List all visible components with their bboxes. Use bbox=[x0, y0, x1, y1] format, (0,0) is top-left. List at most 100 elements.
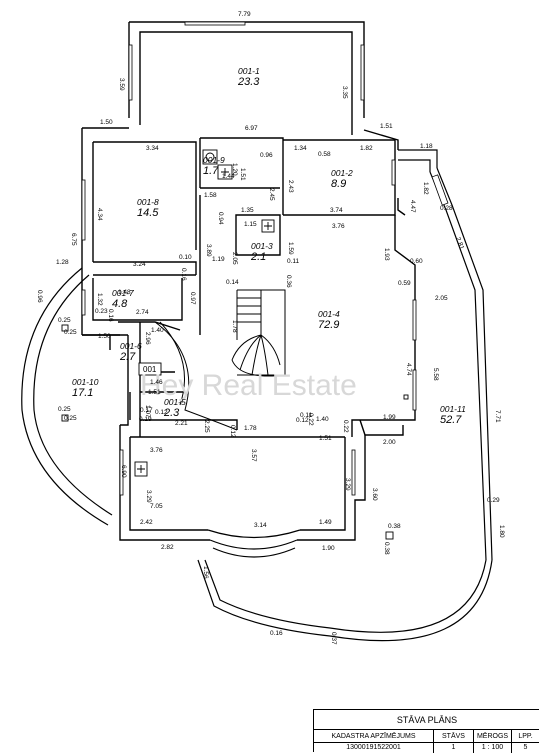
dimension-label: 3.14 bbox=[254, 522, 267, 529]
room-id: 001-2 bbox=[331, 168, 353, 178]
dimension-label: 1.18 bbox=[420, 143, 433, 150]
toilet-icon bbox=[202, 149, 218, 165]
dimension-label: 3.60 bbox=[371, 488, 378, 501]
dimension-label: 2.45 bbox=[268, 188, 275, 201]
dimension-label: 3.76 bbox=[150, 447, 163, 454]
dimension-label: 0.11 bbox=[287, 258, 300, 265]
room-id: 001-11 bbox=[440, 404, 466, 414]
room-id: 001-9 bbox=[203, 155, 225, 165]
dimension-label: 5.58 bbox=[432, 368, 439, 381]
plus-icon-2 bbox=[261, 219, 275, 233]
walls bbox=[81, 21, 416, 541]
room-id: 001-5 bbox=[164, 397, 186, 407]
dimension-label: 1.58 bbox=[204, 192, 217, 199]
dimension-label: 3.29 bbox=[145, 490, 152, 503]
dimension-label: 1.50 bbox=[98, 333, 111, 340]
room-area: 4.8 bbox=[112, 298, 128, 310]
room-area: 2.1 bbox=[250, 251, 266, 263]
dimension-label: 3.34 bbox=[146, 145, 159, 152]
room-area: 2.3 bbox=[163, 407, 180, 419]
dimension-label: 6.90 bbox=[120, 465, 127, 478]
dimension-label: 0.25 bbox=[58, 406, 71, 413]
room-area: 1.7 bbox=[203, 165, 219, 177]
dimension-label: 1.99 bbox=[383, 414, 396, 421]
staircase bbox=[231, 289, 286, 377]
value-cadastre: 13000191522001 bbox=[314, 743, 434, 753]
room-area: 14.5 bbox=[137, 207, 159, 219]
dimension-label: 0.12 bbox=[296, 417, 309, 424]
terrace-001-10-outline bbox=[21, 267, 113, 526]
window-marks bbox=[81, 21, 449, 496]
dimension-label: 3.74 bbox=[330, 207, 343, 214]
dimension-label: 1.59 bbox=[287, 242, 294, 255]
dimension-label: 7.79 bbox=[238, 11, 251, 18]
room-id: 001-6 bbox=[120, 341, 142, 351]
value-page: 5 bbox=[512, 743, 539, 753]
dimension-label: 1.80 bbox=[498, 525, 505, 538]
dimension-label: 2.81 bbox=[454, 236, 465, 251]
dimension-label: 1.49 bbox=[319, 519, 332, 526]
header-cadastre: KADASTRA APZĪMĒJUMS bbox=[314, 730, 434, 743]
header-floor: STĀVS bbox=[434, 730, 474, 743]
title-block-title: STĀVA PLĀNS bbox=[314, 710, 539, 730]
dimension-label: 1.93 bbox=[383, 248, 390, 261]
room-area: 2.7 bbox=[119, 351, 136, 363]
room-id: 001-1 bbox=[238, 66, 260, 76]
dimension-label: 2.82 bbox=[161, 544, 174, 551]
dimension-label: 0.11 bbox=[300, 412, 313, 419]
dimension-label: 3.35 bbox=[341, 86, 348, 99]
room-area: 8.9 bbox=[331, 178, 346, 190]
dimension-label: 2.96 bbox=[144, 332, 151, 345]
dimension-label: 0.60 bbox=[410, 258, 423, 265]
dimension-label: 1.56 bbox=[202, 566, 209, 579]
dimension-label: 0.14 bbox=[226, 279, 239, 286]
dimension-label: 3.76 bbox=[332, 223, 345, 230]
dimension-label: 2.05 bbox=[435, 295, 448, 302]
room-id: 001-10 bbox=[72, 377, 99, 387]
stamp-label: 001 bbox=[143, 365, 157, 374]
room-id: 001-3 bbox=[251, 241, 273, 251]
value-scale: 1 : 100 bbox=[474, 743, 512, 753]
dimension-label: 3.29 bbox=[344, 478, 351, 491]
dimension-label: 0.37 bbox=[330, 632, 337, 645]
value-floor: 1 bbox=[434, 743, 474, 753]
dimension-label: 0.16 bbox=[107, 309, 114, 322]
dimension-label: 6.97 bbox=[245, 125, 258, 132]
dimension-label: 0.58 bbox=[318, 151, 331, 158]
dimension-label: 1.78 bbox=[231, 320, 238, 333]
dimension-label: 0.25 bbox=[64, 329, 77, 336]
dimension-label: 1.46 bbox=[150, 379, 163, 386]
dimension-label: 1.19 bbox=[212, 256, 225, 263]
room-area: 23.3 bbox=[237, 76, 260, 88]
dimension-label: 7.71 bbox=[494, 410, 501, 423]
dimension-label: 1.82 bbox=[360, 145, 373, 152]
dimension-label: 1.15 bbox=[244, 221, 257, 228]
dimension-label: 1.90 bbox=[322, 545, 335, 552]
dimension-label: 2.25 bbox=[203, 420, 210, 433]
watermark-text: Hey Real Estate bbox=[140, 369, 357, 402]
door-swings bbox=[154, 321, 238, 431]
dimension-label: 0.10 bbox=[179, 254, 192, 261]
dimension-label: 1.28 bbox=[56, 259, 69, 266]
bay-window bbox=[207, 529, 301, 558]
dimension-label: 2.42 bbox=[140, 519, 153, 526]
dimension-label: 3.89 bbox=[205, 244, 212, 257]
dimension-label: 1.82 bbox=[422, 182, 429, 195]
dimension-label: 2.43 bbox=[287, 180, 294, 193]
room-id: 001-7 bbox=[112, 288, 134, 298]
dimension-label: 0.19 bbox=[139, 416, 152, 423]
room-id: 001-4 bbox=[318, 309, 340, 319]
dimension-label: 0.16 bbox=[180, 268, 187, 281]
dimension-label: 1.35 bbox=[241, 207, 254, 214]
stamp-box bbox=[138, 362, 162, 376]
plus-icon bbox=[217, 164, 233, 180]
dimension-label: 1.51 bbox=[239, 168, 246, 181]
dimension-label: 3.59 bbox=[118, 78, 125, 91]
dimension-label: 7.05 bbox=[150, 503, 163, 510]
dimension-label: 2.74 bbox=[136, 309, 149, 316]
room-id: 001-8 bbox=[137, 197, 159, 207]
dimension-label: 1.40 bbox=[151, 327, 164, 334]
dimension-label: 3.24 bbox=[133, 261, 146, 268]
